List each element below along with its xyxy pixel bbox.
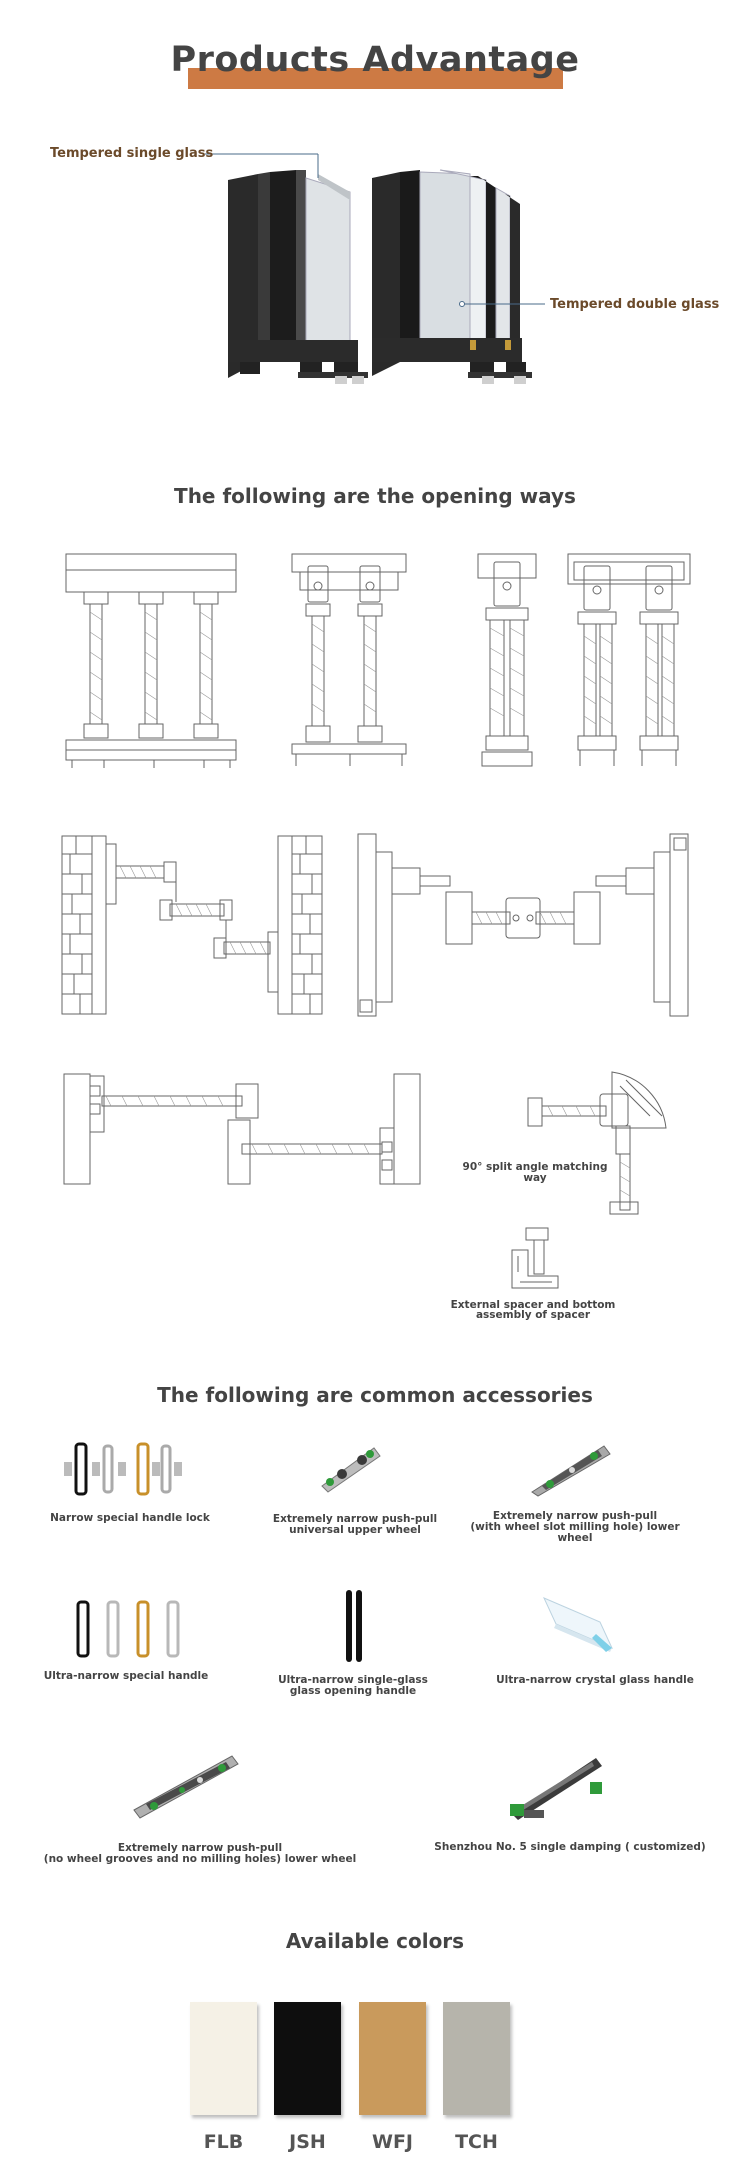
accessory-caption-6: Ultra-narrow crystal glass handle — [496, 1674, 694, 1686]
accessory-caption-2a: Extremely narrow push-pull — [272, 1513, 438, 1525]
plan-offset-sliding-diagram — [63, 1073, 421, 1185]
swatch-jsh — [274, 2002, 341, 2115]
accessory-caption-8: Shenzhou No. 5 single damping ( customiz… — [434, 1841, 706, 1853]
double-glass-profile — [372, 169, 532, 384]
damping-image — [510, 1758, 602, 1820]
accessory-caption-2b: universal upper wheel — [289, 1524, 421, 1536]
section-double-track-diagram — [567, 553, 691, 766]
lower-wheel-no-groove-image — [133, 1755, 239, 1819]
accessory-caption-4: Ultra-narrow special handle — [43, 1670, 209, 1682]
spacer-assembly-diagram — [511, 1227, 559, 1289]
section-three-panel-diagram — [65, 553, 237, 768]
title-underline-bar — [188, 68, 563, 89]
accessory-caption-5a: Ultra-narrow single-glass — [278, 1674, 428, 1686]
accessory-caption-7a: Extremely narrow push-pull — [117, 1842, 283, 1854]
accessory-caption-3b: (with wheel slot milling hole) lower whe… — [470, 1521, 680, 1544]
opening-ways-title: The following are the opening ways — [174, 484, 576, 508]
single-glass-label: Tempered single glass — [50, 146, 214, 161]
accessory-caption-3a: Extremely narrow push-pull — [492, 1510, 658, 1522]
crystal-handle-image — [543, 1597, 613, 1652]
swatch-tch — [443, 2002, 510, 2115]
upper-wheel-image — [321, 1447, 381, 1493]
glass-profiles-illustration — [205, 153, 545, 384]
swatch-label-flb: FLB — [203, 2131, 244, 2153]
accessory-caption-7b: (no wheel grooves and no milling holes) … — [43, 1853, 357, 1865]
swatch-label-wfj: WFJ — [371, 2131, 413, 2153]
swatch-flb — [190, 2002, 257, 2115]
swatch-wfj — [359, 2002, 426, 2115]
swatch-label-jsh: JSH — [289, 2131, 326, 2153]
caption-spacer-line2: assembly of spacer — [475, 1309, 591, 1321]
single-glass-handle-image — [346, 1590, 362, 1662]
lower-wheel-slot-image — [531, 1445, 611, 1497]
special-handle-image — [76, 1600, 180, 1658]
accessory-caption-1: Narrow special handle lock — [50, 1512, 210, 1524]
colors-title: Available colors — [285, 1929, 465, 1953]
accessories-title: The following are common accessories — [157, 1383, 593, 1407]
swatch-label-tch: TCH — [455, 2131, 498, 2153]
accessory-caption-5b: glass opening handle — [289, 1685, 417, 1697]
double-glass-label: Tempered double glass — [550, 297, 720, 312]
plan-wall-staggered-diagram — [61, 835, 323, 1015]
single-glass-profile — [228, 170, 368, 384]
handle-lock-image — [64, 1442, 182, 1496]
plan-center-meeting-diagram — [357, 833, 689, 1017]
section-single-track-diagram — [477, 553, 537, 767]
plan-90-degree-corner-diagram — [527, 1071, 667, 1215]
page-title: Products Advantage — [170, 40, 580, 80]
caption-spacer-line1: External spacer and bottom — [450, 1299, 616, 1311]
section-two-panel-diagram — [291, 553, 407, 766]
caption-90-angle: 90° split angle matching way — [462, 1161, 608, 1184]
